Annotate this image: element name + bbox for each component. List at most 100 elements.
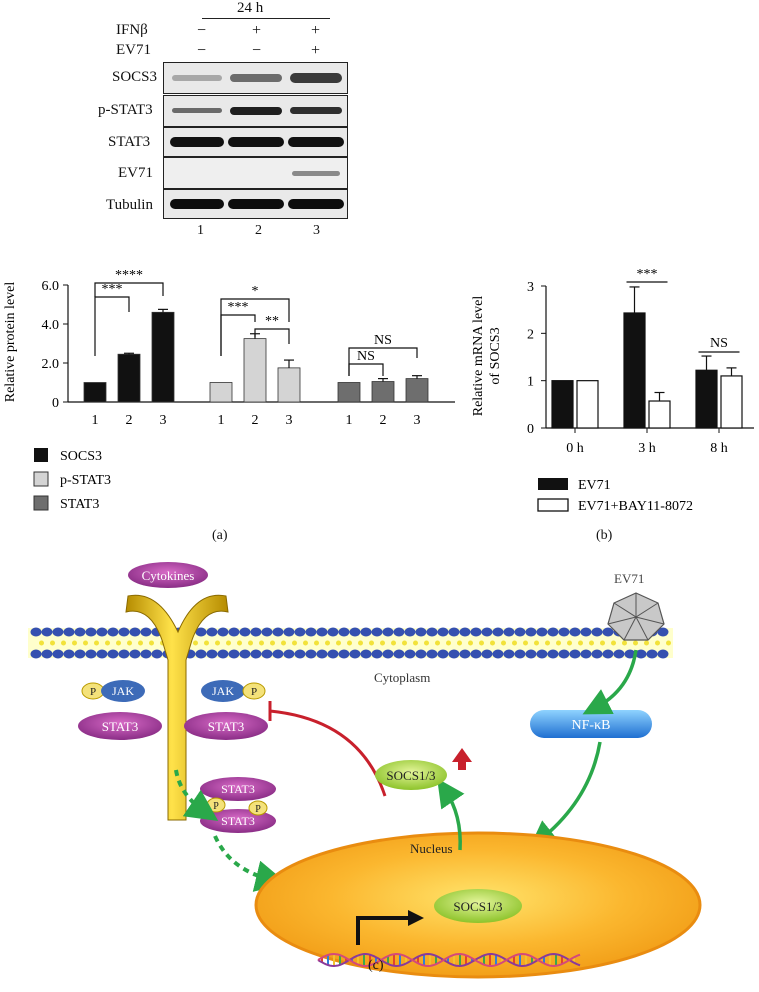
lipid-head	[635, 649, 647, 659]
band-label: Tubulin	[106, 197, 153, 213]
caption-c: (c)	[368, 958, 384, 973]
lipid-tail	[501, 640, 506, 646]
promoter-arrow-icon	[356, 910, 424, 945]
lipid-tail	[413, 640, 418, 646]
significance-label: *	[252, 284, 259, 299]
lipid-head	[613, 649, 625, 659]
blot-strip-stat3	[163, 127, 348, 157]
ev71-label: EV71	[614, 571, 644, 586]
lipid-head	[96, 649, 108, 659]
lipid-tail	[292, 640, 297, 646]
lipid-tail	[72, 640, 77, 646]
socs-protein: SOCS1/3	[375, 760, 447, 790]
lipid-tail	[611, 640, 616, 646]
significance-label: ****	[115, 268, 143, 283]
lipid-head	[261, 649, 273, 659]
lipid-head	[140, 649, 152, 659]
lipid-tail	[314, 640, 319, 646]
lipid-head	[305, 627, 317, 637]
lipid-tail	[204, 640, 209, 646]
lipid-head	[503, 649, 515, 659]
phospho-label: P	[213, 801, 219, 812]
cytokines-label: Cytokines	[142, 568, 195, 583]
lipid-head	[316, 649, 328, 659]
blot-strip-ev71	[163, 157, 348, 189]
bar	[551, 380, 574, 429]
lipid-head	[63, 627, 75, 637]
up-arrow-icon	[452, 748, 472, 770]
lipid-head	[415, 649, 427, 659]
lipid-head	[272, 627, 284, 637]
stat3-dimer: STAT3 STAT3 P P	[200, 777, 276, 833]
lipid-head	[437, 627, 449, 637]
lipid-tail	[490, 640, 495, 646]
lipid-head	[261, 627, 273, 637]
lipid-head	[272, 649, 284, 659]
lipid-head	[338, 627, 350, 637]
lipid-tail	[578, 640, 583, 646]
signaling-diagram: Cytokines EV71 Cytoplasm P JAK JAK P STA…	[28, 562, 702, 979]
lipid-head	[206, 649, 218, 659]
significance-label: NS	[357, 349, 375, 364]
significance-bracket	[94, 282, 164, 297]
dna-helix-icon	[317, 952, 581, 968]
lipid-tail	[468, 640, 473, 646]
lipid-tail	[39, 640, 44, 646]
cytokines-ellipse: Cytokines	[128, 562, 208, 588]
sign: −	[197, 42, 207, 59]
chart-b-ylabel: of SOCS3	[488, 327, 503, 384]
cell-membrane	[28, 627, 673, 659]
sign: −	[252, 42, 262, 59]
phospho-label: P	[255, 804, 261, 815]
phospho-label: P	[90, 686, 96, 698]
sign: +	[311, 22, 321, 39]
socs-gene: SOCS1/3	[434, 889, 522, 923]
bar	[371, 381, 395, 403]
y-tick-label: 0	[52, 396, 59, 411]
legend-label: EV71+BAY11-8072	[578, 499, 693, 514]
lipid-tail	[633, 640, 638, 646]
x-tick-label: 1	[92, 413, 99, 428]
lipid-head	[239, 627, 251, 637]
stat3-right: STAT3	[184, 712, 268, 740]
lipid-head	[30, 627, 42, 637]
lipid-tail	[138, 640, 143, 646]
lipid-head	[602, 649, 614, 659]
bar	[83, 382, 107, 403]
legend-label: STAT3	[60, 497, 99, 512]
lipid-head	[327, 627, 339, 637]
lipid-tail	[512, 640, 517, 646]
lipid-head	[448, 649, 460, 659]
jak-label: JAK	[112, 684, 134, 698]
dashed-arrow-receptor-to-dimer	[174, 769, 219, 822]
significance-bracket	[348, 347, 418, 376]
lipid-head	[558, 649, 570, 659]
significance-bracket	[94, 296, 130, 356]
lane-label: 3	[313, 223, 320, 238]
band-label: EV71	[118, 165, 153, 181]
lipid-head	[41, 649, 53, 659]
x-tick-label: 1	[346, 413, 353, 428]
bar	[277, 367, 301, 403]
sign: +	[311, 42, 321, 59]
lipid-head	[30, 649, 42, 659]
lipid-head	[525, 649, 537, 659]
lipid-head	[74, 649, 86, 659]
lipid-head	[459, 649, 471, 659]
jak-right: JAK P	[201, 680, 266, 702]
chart-b-legend: EV71 EV71+BAY11-8072	[537, 478, 693, 514]
bar	[151, 311, 175, 403]
lipid-head	[250, 627, 262, 637]
ev71-virus-icon: EV71	[607, 571, 665, 641]
lipid-tail	[479, 640, 484, 646]
lipid-tail	[61, 640, 66, 646]
bar	[623, 312, 646, 429]
lipid-head	[481, 627, 493, 637]
lipid-head	[547, 649, 559, 659]
timepoint-bar	[202, 18, 330, 19]
lipid-head	[371, 627, 383, 637]
chart-b-ylabel: Relative mRNA level	[471, 296, 486, 417]
y-tick-label: 1	[527, 375, 534, 390]
